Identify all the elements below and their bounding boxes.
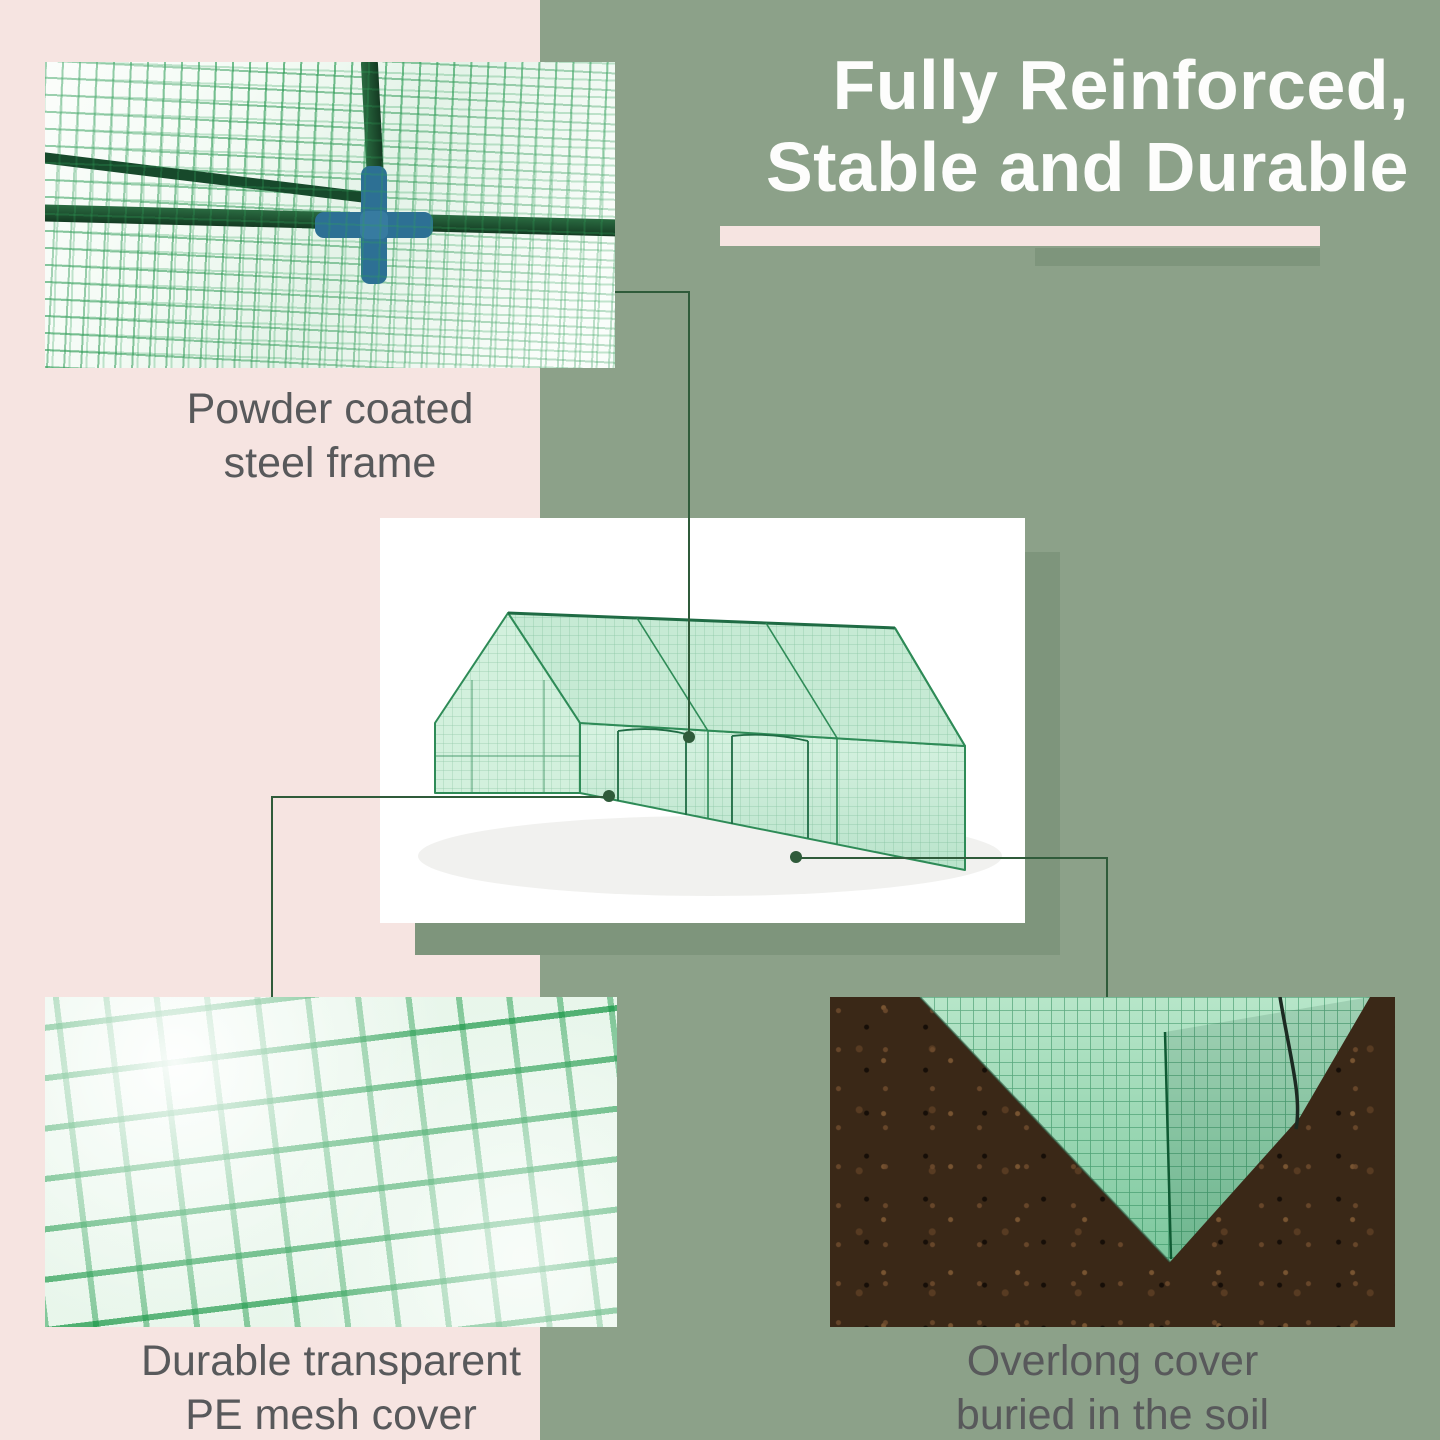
connector-buried-cover-vertical — [1106, 857, 1108, 997]
page-title-line2: Stable and Durable — [765, 128, 1409, 206]
connector-steel-frame-vertical — [688, 291, 690, 737]
cross-connector-hub — [360, 211, 388, 239]
steel-frame-photo — [45, 62, 615, 368]
connector-dot-mesh-cover — [603, 790, 615, 802]
pe-mesh-photo — [45, 997, 617, 1327]
connector-buried-cover-horizontal — [796, 857, 1108, 859]
pe-mesh-grid — [45, 997, 617, 1327]
connector-dot-buried-cover — [790, 851, 802, 863]
page-title: Fully Reinforced, Stable and Durable — [766, 44, 1409, 208]
caption-buried-cover: Overlong cover buried in the soil — [830, 1334, 1395, 1440]
caption-buried-cover-line2: buried in the soil — [955, 1391, 1270, 1439]
caption-steel-frame: Powder coated steel frame — [45, 382, 615, 490]
caption-mesh-cover: Durable transparent PE mesh cover — [45, 1334, 617, 1440]
page-title-line1: Fully Reinforced, — [832, 46, 1409, 124]
caption-mesh-cover-line2: PE mesh cover — [185, 1391, 477, 1439]
connector-dot-steel-frame — [683, 731, 695, 743]
caption-buried-cover-line1: Overlong cover — [966, 1337, 1259, 1385]
caption-steel-frame-line2: steel frame — [223, 439, 437, 487]
caption-steel-frame-line1: Powder coated — [186, 385, 474, 433]
mesh-overlay — [45, 62, 615, 368]
product-photo — [380, 518, 1025, 923]
heading-underline-pink — [720, 226, 1320, 246]
connector-steel-frame-horizontal — [615, 291, 690, 293]
connector-mesh-cover-horizontal — [271, 796, 609, 798]
greenhouse-corner-in-soil — [919, 997, 1370, 1263]
buried-cover-photo — [830, 997, 1395, 1327]
heading-underline-green — [1035, 248, 1320, 266]
caption-mesh-cover-line1: Durable transparent — [140, 1337, 522, 1385]
connector-mesh-cover-vertical — [271, 796, 273, 997]
greenhouse-illustration — [418, 611, 1002, 896]
